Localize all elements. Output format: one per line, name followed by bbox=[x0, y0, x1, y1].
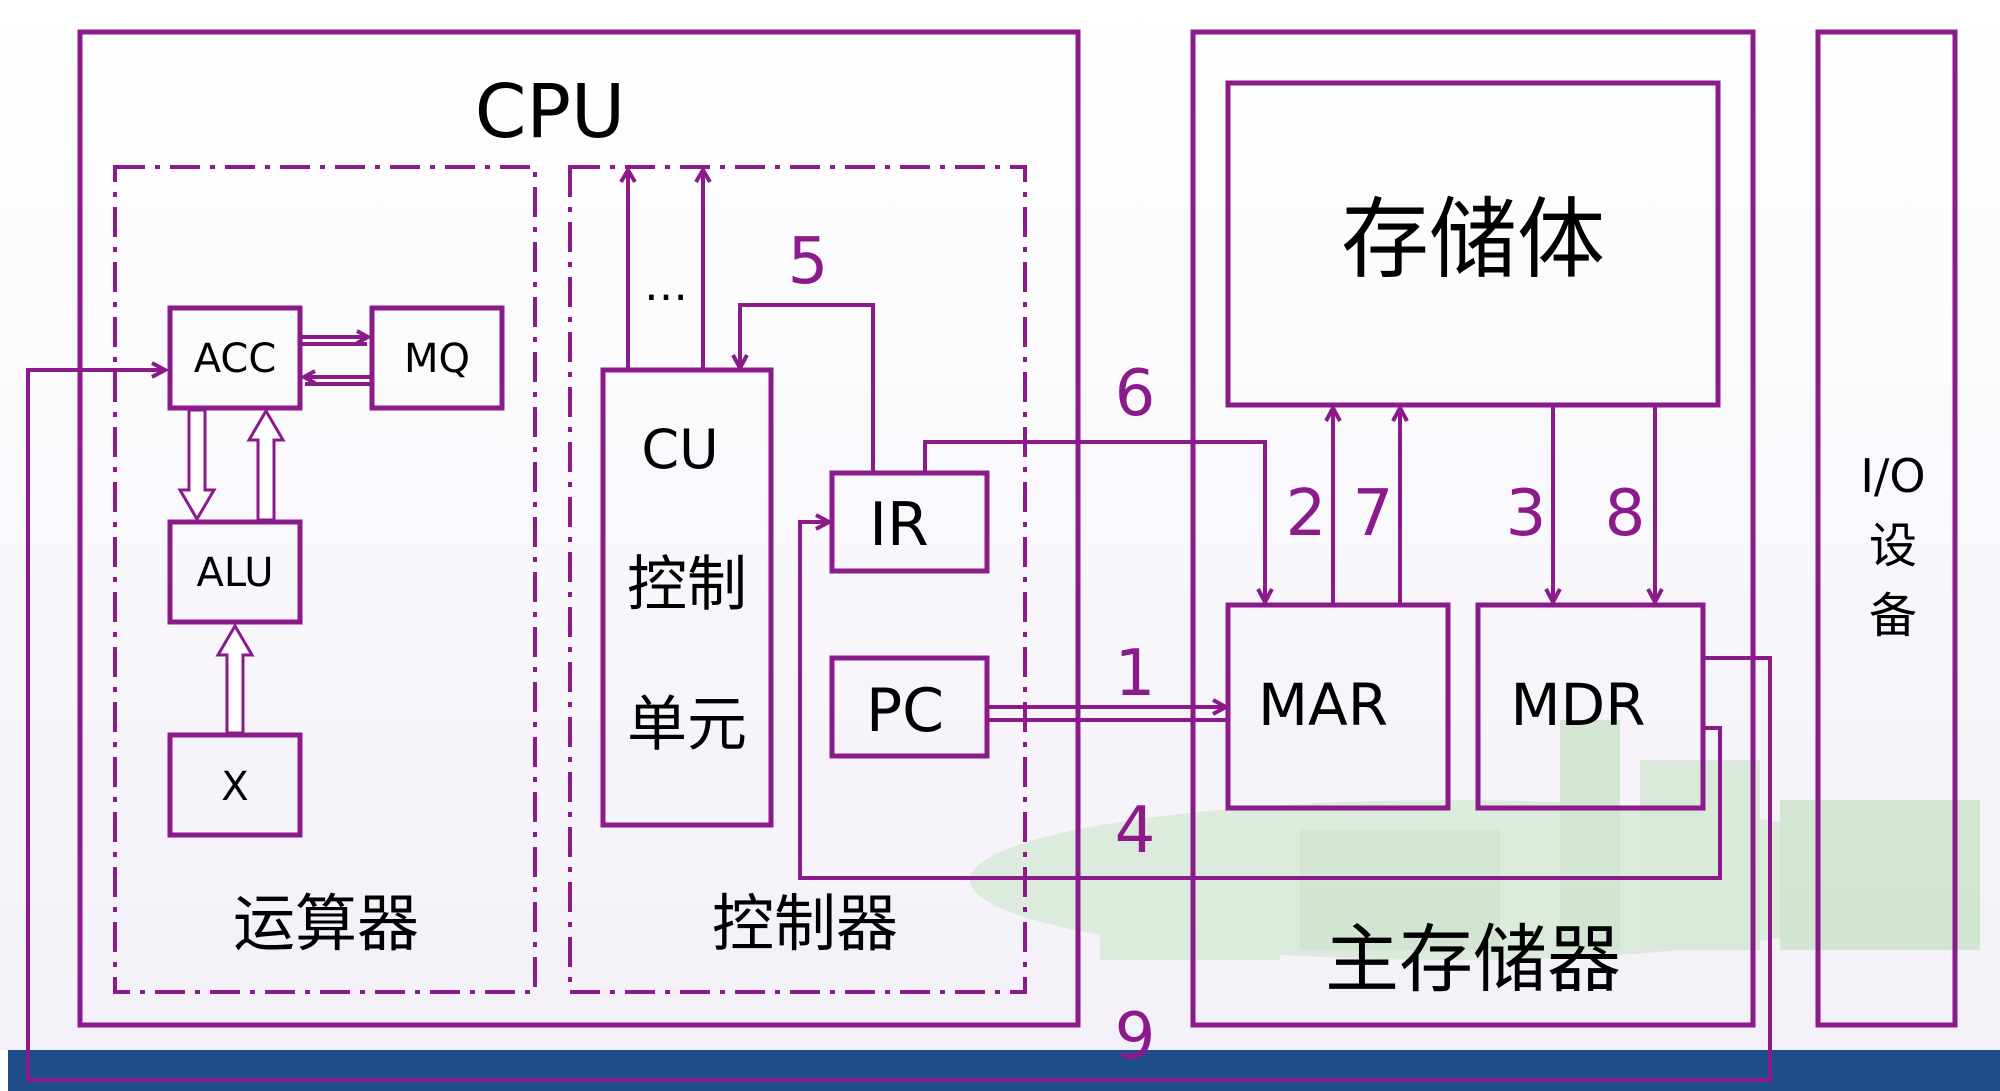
path-5-ir-to-cu bbox=[731, 303, 875, 473]
io-device-box bbox=[1815, 29, 1958, 1028]
control-group-label: 控制器 bbox=[712, 887, 898, 960]
cu-signal-ellipsis: … bbox=[644, 260, 688, 311]
x-box bbox=[167, 732, 303, 838]
cu-label-line2: 控制 bbox=[627, 550, 747, 620]
step-number-5: 5 bbox=[788, 225, 829, 299]
cu-label-line3: 单元 bbox=[627, 690, 747, 760]
io-label-line1: I/O bbox=[1860, 449, 1925, 503]
step-number-8: 8 bbox=[1605, 477, 1646, 551]
storage-body-box bbox=[1225, 80, 1721, 408]
alu-label: ALU bbox=[197, 550, 274, 596]
cu-control-signal-lines bbox=[619, 166, 712, 370]
x-to-alu-arrow bbox=[215, 623, 255, 735]
alu-group-label: 运算器 bbox=[233, 887, 419, 960]
mdr-label: MDR bbox=[1510, 671, 1645, 739]
mar-label: MAR bbox=[1258, 671, 1388, 739]
main-memory-box bbox=[1190, 29, 1756, 1028]
step-number-9: 9 bbox=[1115, 1000, 1156, 1074]
cpu-box bbox=[77, 29, 1081, 1028]
acc-to-alu-arrow bbox=[177, 408, 217, 522]
step-number-3: 3 bbox=[1506, 477, 1547, 551]
mq-box bbox=[369, 305, 505, 411]
path-4-mdr-to-ir bbox=[798, 513, 1722, 880]
step-number-1: 1 bbox=[1115, 637, 1156, 711]
alu-box bbox=[167, 519, 303, 625]
path-1-pc-to-mar bbox=[987, 698, 1231, 722]
alu-group-box bbox=[113, 165, 537, 994]
control-group-box bbox=[568, 165, 1027, 994]
cu-label-line1: CU bbox=[641, 418, 718, 481]
alu-to-acc-arrow bbox=[246, 408, 286, 522]
io-label-line3: 备 bbox=[1869, 588, 1917, 644]
main-memory-label: 主存储器 bbox=[1325, 917, 1621, 1003]
path-9-mdr-to-acc bbox=[26, 361, 1772, 1082]
acc-mq-arrows bbox=[299, 329, 373, 386]
path-2-7-mar-to-storage bbox=[1324, 403, 1409, 605]
step-number-6: 6 bbox=[1115, 357, 1156, 431]
cu-box bbox=[600, 367, 774, 828]
step-number-7: 7 bbox=[1353, 477, 1394, 551]
cpu-title: CPU bbox=[475, 69, 625, 155]
mq-label: MQ bbox=[404, 336, 470, 382]
path-6-ir-to-mar bbox=[923, 440, 1274, 607]
pc-label: PC bbox=[866, 676, 944, 746]
acc-label: ACC bbox=[194, 336, 277, 382]
io-label-line2: 设 bbox=[1869, 518, 1917, 574]
step-number-4: 4 bbox=[1115, 794, 1156, 868]
acc-box bbox=[167, 305, 303, 411]
path-3-8-storage-to-mdr bbox=[1544, 405, 1664, 607]
storage-body-label: 存储体 bbox=[1341, 188, 1605, 291]
x-label: X bbox=[221, 764, 248, 810]
mdr-box bbox=[1475, 602, 1706, 811]
step-number-2: 2 bbox=[1286, 477, 1327, 551]
ir-label: IR bbox=[869, 490, 928, 560]
footer-bar bbox=[8, 1050, 2000, 1091]
